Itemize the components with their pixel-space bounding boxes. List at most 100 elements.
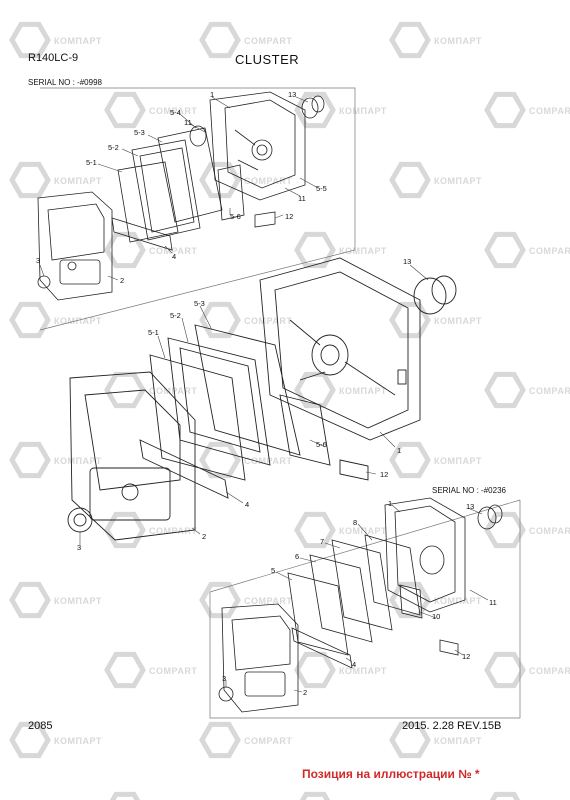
callout-top-4: 4 bbox=[172, 252, 177, 261]
watermark-text: КОМПАРТ bbox=[54, 176, 102, 186]
callout-top-11b: 11 bbox=[298, 194, 306, 203]
callout-top-12: 12 bbox=[285, 212, 294, 221]
page-title: CLUSTER bbox=[235, 52, 300, 67]
watermark-text: КОМПАРТ bbox=[54, 456, 102, 466]
watermark-hexagon bbox=[104, 91, 146, 129]
watermark-hexagon bbox=[484, 651, 526, 689]
watermark-text: COMPART bbox=[529, 526, 570, 536]
watermark-hexagon bbox=[104, 511, 146, 549]
watermark-hexagon bbox=[294, 231, 336, 269]
serial-note-bottom: SERIAL NO : -#0236 bbox=[432, 486, 506, 495]
watermark-hexagon bbox=[489, 791, 521, 800]
watermark-text: COMPART bbox=[244, 596, 292, 606]
watermark-text: КОМПАРТ bbox=[54, 596, 102, 606]
callout-mid-4: 4 bbox=[245, 500, 250, 509]
callout-mid-5-1: 5-1 bbox=[148, 328, 159, 337]
watermark-hexagon bbox=[294, 511, 336, 549]
watermark-text: COMPART bbox=[529, 386, 570, 396]
callout-top-5-4: 5-4 bbox=[170, 108, 181, 117]
callout-bot-12: 12 bbox=[462, 652, 471, 661]
callout-bot-5: 5 bbox=[271, 566, 276, 575]
middle-group-parts bbox=[67, 257, 457, 541]
watermark-hexagon bbox=[199, 441, 241, 479]
callout-top-5-1: 5-1 bbox=[86, 158, 97, 167]
watermark-text: COMPART bbox=[244, 456, 292, 466]
callout-top-2: 2 bbox=[120, 276, 125, 285]
watermark-text: КОМПАРТ bbox=[434, 736, 482, 746]
callout-bot-10: 10 bbox=[432, 612, 441, 621]
watermark-text: КОМПАРТ bbox=[434, 456, 482, 466]
leader-lines bbox=[39, 96, 489, 693]
callout-mid-13: 13 bbox=[403, 257, 412, 266]
top-group-frame bbox=[39, 87, 356, 331]
callout-top-5-2: 5-2 bbox=[108, 143, 119, 152]
callout-mid-5-2: 5-2 bbox=[170, 311, 181, 320]
watermark-hexagon bbox=[199, 301, 241, 339]
watermark-text: COMPART bbox=[244, 316, 292, 326]
callout-bot-2: 2 bbox=[303, 688, 308, 697]
watermark-hexagon bbox=[9, 721, 51, 759]
callout-mid-2: 2 bbox=[202, 532, 207, 541]
watermark-text: COMPART bbox=[149, 666, 197, 676]
serial-note-top: SERIAL NO : -#0998 bbox=[28, 78, 102, 87]
position-note: Позиция на иллюстрации № * bbox=[302, 767, 480, 781]
callout-top-13: 13 bbox=[288, 90, 297, 99]
callout-mid-12: 12 bbox=[380, 470, 389, 479]
watermark-hexagon bbox=[294, 651, 336, 689]
watermark-hexagon bbox=[389, 581, 431, 619]
watermark-text: КОМПАРТ bbox=[339, 666, 387, 676]
callout-top-1: 1 bbox=[210, 90, 215, 99]
watermark-hexagon bbox=[9, 161, 51, 199]
callout-mid-5-6: 5-6 bbox=[316, 440, 327, 449]
watermark-hexagon bbox=[294, 91, 336, 129]
watermark-text: COMPART bbox=[529, 106, 570, 116]
watermark-text: COMPART bbox=[529, 246, 570, 256]
callout-mid-3: 3 bbox=[77, 543, 82, 552]
watermark-hexagon bbox=[104, 651, 146, 689]
watermark-text: КОМПАРТ bbox=[434, 176, 482, 186]
watermark-hexagon bbox=[389, 21, 431, 59]
watermark-text: COMPART bbox=[244, 736, 292, 746]
watermark-hexagon bbox=[484, 91, 526, 129]
top-group-parts bbox=[37, 91, 325, 301]
watermark-hexagon bbox=[199, 721, 241, 759]
callout-bot-4: 4 bbox=[352, 660, 357, 669]
callout-bot-8: 8 bbox=[353, 518, 358, 527]
bottom-group-frame bbox=[209, 500, 521, 719]
watermark-text: COMPART bbox=[149, 526, 197, 536]
watermark-hexagon bbox=[9, 581, 51, 619]
watermark-hexagon bbox=[484, 511, 526, 549]
bottom-group-parts bbox=[218, 497, 503, 713]
watermark-text: КОМПАРТ bbox=[54, 316, 102, 326]
callout-top-11: 11 bbox=[184, 118, 192, 127]
callout-bot-13: 13 bbox=[466, 502, 475, 511]
watermark-hexagon bbox=[389, 161, 431, 199]
callout-top-5-3: 5-3 bbox=[134, 128, 145, 137]
watermark-text: КОМПАРТ bbox=[339, 526, 387, 536]
watermark-hexagon bbox=[484, 371, 526, 409]
callout-bot-7: 7 bbox=[320, 537, 325, 546]
watermark-text: COMPART bbox=[149, 246, 197, 256]
callout-bot-1: 1 bbox=[388, 499, 393, 508]
watermark-hexagon bbox=[389, 721, 431, 759]
callout-mid-5-3: 5-3 bbox=[194, 299, 205, 308]
watermark-hexagon bbox=[389, 301, 431, 339]
watermark-hexagon bbox=[389, 441, 431, 479]
watermark-text: КОМПАРТ bbox=[434, 316, 482, 326]
watermark-hexagon bbox=[299, 791, 331, 800]
callout-top-5-6: 5-6 bbox=[230, 212, 241, 221]
watermark-hexagon bbox=[484, 231, 526, 269]
watermark-text: КОМПАРТ bbox=[339, 246, 387, 256]
watermark-pattern: КОМПАРТ COMPART КОМПАРТ COMPART COMPART КОМПА… bbox=[9, 21, 570, 800]
watermark-hexagon bbox=[199, 581, 241, 619]
revision-date: 2015. 2.28 REV.15B bbox=[402, 720, 502, 732]
watermark-text: COMPART bbox=[529, 666, 570, 676]
page-number: 2085 bbox=[28, 720, 53, 732]
callout-bot-11: 11 bbox=[489, 598, 497, 607]
watermark-text: КОМПАРТ bbox=[434, 36, 482, 46]
watermark-text: КОМПАРТ bbox=[54, 736, 102, 746]
watermark-hexagon bbox=[9, 301, 51, 339]
watermark-text: КОМПАРТ bbox=[54, 36, 102, 46]
watermark-hexagon bbox=[104, 371, 146, 409]
